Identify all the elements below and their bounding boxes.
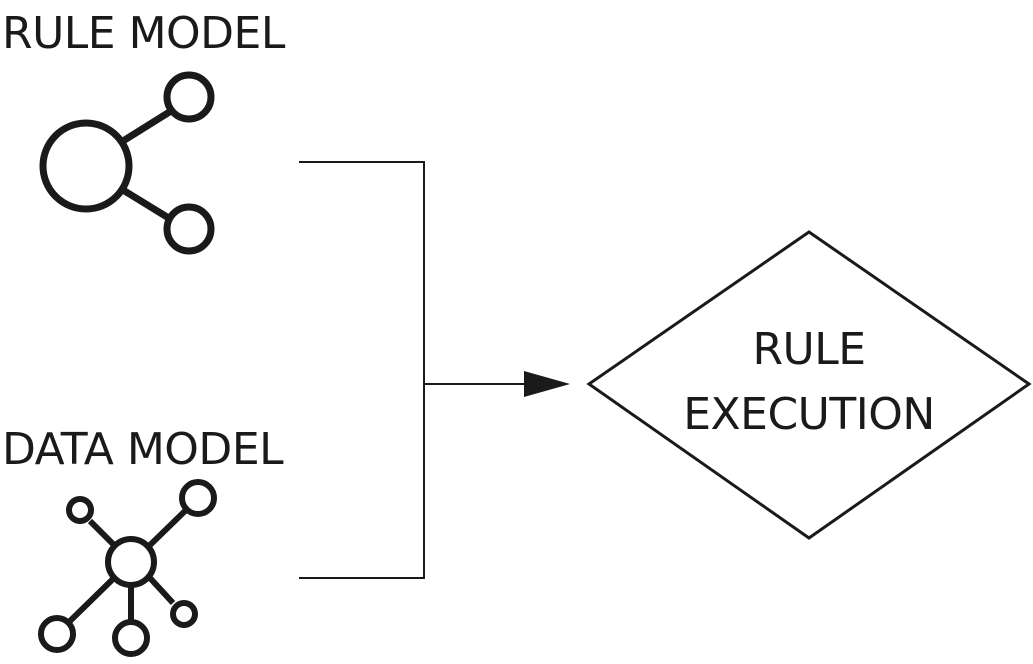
hub-edge-upper-left bbox=[87, 518, 117, 548]
rule-execution-label-line1: RULE bbox=[752, 324, 866, 375]
hub-node-lower-left bbox=[38, 615, 76, 653]
share-icon-node-top bbox=[163, 71, 215, 123]
hub-node-lower-right bbox=[170, 600, 198, 628]
network-hub-icon bbox=[38, 479, 217, 657]
arrow-head bbox=[524, 371, 570, 397]
hub-node-bottom bbox=[112, 619, 150, 657]
share-icon-edge-top bbox=[121, 108, 173, 144]
rule-model-label: RULE MODEL bbox=[2, 8, 285, 59]
share-icon-main-node bbox=[39, 119, 133, 213]
merge-bracket bbox=[299, 161, 425, 579]
hub-edge-lower-left bbox=[67, 575, 117, 624]
connector-bracket bbox=[299, 161, 535, 579]
share-icon-node-bottom bbox=[163, 203, 215, 255]
share-icon-edge-bottom bbox=[121, 187, 169, 220]
hub-node-upper-left bbox=[66, 496, 94, 524]
hub-center-node bbox=[105, 536, 157, 588]
hub-node-upper-right bbox=[179, 479, 217, 517]
rule-execution-diamond bbox=[586, 230, 1032, 540]
hub-edge-lower-right bbox=[147, 575, 176, 606]
share-icon bbox=[39, 71, 215, 255]
data-model-label: DATA MODEL bbox=[2, 424, 284, 475]
hub-edge-upper-right bbox=[145, 508, 188, 550]
rule-execution-label-line2: EXECUTION bbox=[683, 389, 935, 440]
